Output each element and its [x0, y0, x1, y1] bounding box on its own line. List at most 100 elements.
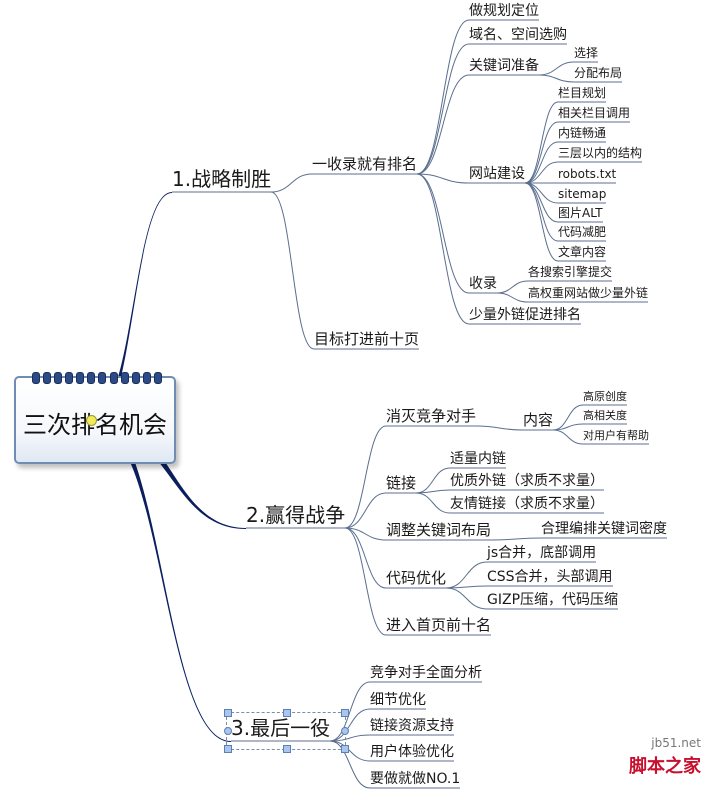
connector — [344, 492, 387, 529]
connector — [416, 173, 470, 184]
watermark-url: jb51.net — [651, 736, 701, 750]
connector — [270, 173, 313, 193]
leaf-keyword-density[interactable]: 合理编排关键词密度 — [541, 521, 667, 537]
connector — [416, 43, 470, 175]
notebook-rings — [32, 372, 162, 384]
connector — [524, 182, 559, 262]
leaf-site-build-item[interactable]: 内链畅通 — [558, 126, 607, 140]
connector — [270, 191, 315, 350]
leaf-links-item[interactable]: 友情链接（求质不求量） — [450, 496, 604, 512]
topic-eliminate[interactable]: 消灭竞争对手 — [386, 407, 477, 425]
connector — [552, 404, 584, 431]
leaf-final-item[interactable]: 要做就做NO.1 — [370, 771, 461, 787]
connector — [329, 681, 371, 742]
topic-include-rank[interactable]: 一收录就有排名 — [312, 155, 418, 173]
connector — [490, 537, 542, 541]
notebook-ring — [76, 372, 85, 384]
connector — [329, 734, 371, 742]
selection-handle[interactable] — [224, 727, 232, 735]
leaf-site-build-item[interactable]: 相关栏目调用 — [558, 106, 631, 120]
leaf-keyword-layout[interactable]: 分配布局 — [574, 66, 623, 80]
connector — [524, 121, 559, 184]
notebook-ring — [54, 372, 63, 384]
notebook-ring — [98, 372, 107, 384]
connector — [415, 492, 451, 514]
connector — [552, 429, 584, 445]
connector — [344, 527, 387, 541]
leaf-final-item[interactable]: 用户体验优化 — [370, 744, 454, 760]
main-branch-final — [95, 412, 231, 742]
leaf-site-build-item[interactable]: 三层以内的结构 — [558, 146, 643, 160]
topic-content[interactable]: 内容 — [523, 411, 554, 429]
leaf-links-item[interactable]: 适量内链 — [450, 451, 506, 467]
connector — [415, 467, 451, 494]
selection-handle[interactable] — [283, 745, 291, 753]
connector — [524, 141, 559, 184]
connector-handle-dot[interactable] — [86, 415, 97, 426]
topic-few-links[interactable]: 少量外链促进排名 — [469, 307, 581, 323]
connector — [475, 425, 524, 431]
leaf-content-item[interactable]: 对用户有帮助 — [583, 429, 649, 442]
leaf-code-item[interactable]: CSS合并，头部调用 — [487, 569, 613, 585]
leaf-final-item[interactable]: 细节优化 — [370, 692, 426, 708]
topic-planning[interactable]: 做规划定位 — [469, 3, 539, 19]
selection-handle[interactable] — [224, 709, 232, 717]
watermark: jb51.net 脚本之家 — [551, 736, 701, 796]
main-branch-battle — [95, 412, 246, 529]
selection-handle[interactable] — [341, 745, 349, 753]
connector — [538, 61, 575, 76]
connector — [329, 708, 371, 742]
topic-keyword-prep[interactable]: 关键词准备 — [469, 58, 539, 74]
connector — [524, 161, 559, 184]
topic-domain-hosting[interactable]: 域名、空间选购 — [469, 27, 567, 43]
connector — [416, 74, 470, 175]
connector — [416, 173, 470, 325]
connector — [344, 527, 387, 589]
leaf-site-build-item[interactable]: 栏目规划 — [558, 86, 607, 100]
central-topic-card[interactable]: 三次排名机会 — [14, 372, 176, 464]
main-branch-strategy — [95, 192, 172, 426]
leaf-final-item[interactable]: 链接资源支持 — [370, 718, 454, 734]
notebook-ring — [142, 372, 151, 384]
selection-handle[interactable] — [283, 709, 291, 717]
branch-battle[interactable]: 2.赢得战争 — [246, 503, 346, 527]
connector — [496, 292, 529, 303]
leaf-site-build-item[interactable]: sitemap — [558, 187, 607, 201]
selection-handle[interactable] — [341, 727, 349, 735]
topic-links[interactable]: 链接 — [386, 474, 417, 492]
leaf-code-item[interactable]: GIZP压缩，代码压缩 — [487, 592, 619, 608]
leaf-keyword-select[interactable]: 选择 — [574, 46, 599, 60]
notebook-ring — [131, 372, 140, 384]
leaf-site-build-item[interactable]: robots.txt — [558, 167, 617, 181]
notebook-ring — [87, 372, 96, 384]
leaf-site-build-item[interactable]: 图片ALT — [558, 206, 603, 220]
topic-code-optimize[interactable]: 代码优化 — [386, 569, 447, 587]
topic-target-top10-pages[interactable]: 目标打进前十页 — [314, 330, 420, 348]
connector — [415, 489, 451, 494]
leaf-site-build-item[interactable]: 代码减肥 — [558, 225, 607, 239]
connector — [329, 740, 371, 789]
notebook-ring — [65, 372, 74, 384]
leaf-indexing-item[interactable]: 各搜索引擎提交 — [528, 265, 613, 279]
leaf-content-item[interactable]: 高相关度 — [583, 409, 627, 422]
leaf-links-item[interactable]: 优质外链（求质不求量） — [450, 473, 604, 489]
watermark-name: 脚本之家 — [629, 756, 701, 777]
connector — [416, 19, 470, 175]
notebook-ring — [32, 372, 40, 384]
branch-final[interactable]: 3.最后一役 — [231, 716, 331, 740]
selection-handle[interactable] — [224, 745, 232, 753]
connector — [344, 527, 387, 636]
leaf-code-item[interactable]: js合并，底部调用 — [487, 545, 597, 561]
leaf-indexing-item[interactable]: 高权重网站做少量外链 — [528, 286, 649, 300]
topic-adjust-keywords[interactable]: 调整关键词布局 — [386, 521, 492, 539]
topic-indexing[interactable]: 收录 — [469, 276, 497, 292]
topic-site-build[interactable]: 网站建设 — [469, 166, 525, 182]
topic-top10-homepage[interactable]: 进入首页前十名 — [386, 616, 492, 634]
leaf-final-item[interactable]: 竞争对手全面分析 — [370, 665, 482, 681]
leaf-content-item[interactable]: 高原创度 — [583, 390, 627, 403]
notebook-ring — [120, 372, 129, 384]
branch-strategy[interactable]: 1.战略制胜 — [172, 167, 272, 191]
selection-handle[interactable] — [341, 709, 349, 717]
leaf-site-build-item[interactable]: 文章内容 — [558, 245, 607, 259]
